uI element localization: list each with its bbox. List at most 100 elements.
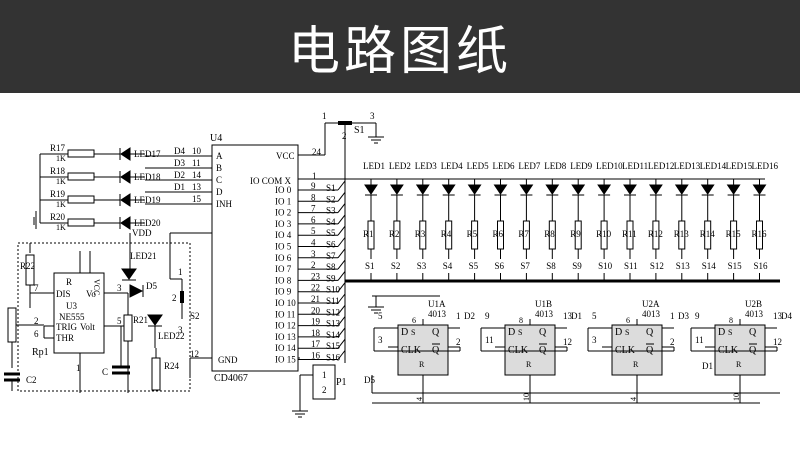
left-led-icon <box>120 216 131 230</box>
u4-io-pin-name: IO 13 <box>275 332 296 342</box>
flipflop-qb-pin: 12 <box>773 337 782 347</box>
s2-ref: S2 <box>190 311 200 321</box>
flipflop-clk-pin: 3 <box>592 335 597 345</box>
left-led-icon <box>120 170 131 184</box>
u4-io-pin-switch: S3 <box>326 206 336 216</box>
r21-body <box>123 314 133 342</box>
led-icon <box>415 184 430 195</box>
flipflop-q-label: Q <box>539 327 547 338</box>
led-label: LED2 <box>389 161 411 171</box>
flipflop-q-label: Q <box>749 327 757 338</box>
flipflop-clk-pin: 11 <box>485 335 494 345</box>
flipflop-out-net: D4 <box>781 311 792 321</box>
led-icon <box>545 184 560 195</box>
flipflop-id: U2A <box>642 299 660 309</box>
u4-io-pin-num: 16 <box>311 351 321 361</box>
flipflop-q-label: Q <box>646 327 654 338</box>
u4-io-pin-switch: S2 <box>326 194 336 204</box>
led21-ref: LED21 <box>130 251 157 261</box>
u4-io-pin-num: 18 <box>311 328 321 338</box>
switch-label: S12 <box>650 261 664 271</box>
u4-io-pin-name: IO 0 <box>275 185 292 195</box>
left-resistor-icon <box>67 172 95 181</box>
u3-body <box>53 272 105 354</box>
d5-icon <box>129 284 144 298</box>
flipflop-id: U1A <box>428 299 446 309</box>
u4-left-pin-name: D <box>216 187 223 197</box>
flipflop-r-pin: 10 <box>732 393 741 401</box>
u4-io-pin-num: 5 <box>311 226 316 236</box>
resistor-label: R14 <box>700 229 716 239</box>
led-label: LED5 <box>467 161 489 171</box>
flipflop-d-label: D <box>718 327 725 338</box>
left-resistor-label: R18 <box>50 166 66 176</box>
u4-io-pin-num: 3 <box>311 249 316 259</box>
resistor-label: R1 <box>363 229 374 239</box>
switch-label: S1 <box>365 261 375 271</box>
led22-icon <box>147 314 163 326</box>
switch-label: S16 <box>754 261 769 271</box>
led-icon <box>571 184 586 195</box>
u4-left-pin-name: A <box>216 151 223 161</box>
switch-label: S3 <box>417 261 427 271</box>
led-icon <box>441 184 456 195</box>
u4-io-pin-num: 7 <box>311 204 316 214</box>
resistor-label: R11 <box>622 229 637 239</box>
u3-volt: Volt <box>80 322 95 332</box>
switch-label: S8 <box>546 261 556 271</box>
resistor-label: R15 <box>726 229 742 239</box>
led-icon <box>493 184 508 195</box>
p1-ref: P1 <box>336 377 347 388</box>
r21-ref: R21 <box>133 315 148 325</box>
s1-pin3: 3 <box>370 111 375 121</box>
flipflop-body <box>611 324 663 376</box>
rp1-ref: Rp1 <box>32 347 49 358</box>
u4-io-pin-switch: S4 <box>326 217 336 227</box>
u4-io-pin-switch: S5 <box>326 228 336 238</box>
u4-io-pin-switch: S14 <box>326 330 341 340</box>
switch-label: S15 <box>728 261 743 271</box>
u4-part: CD4067 <box>214 373 248 384</box>
u4-ref: U4 <box>210 133 222 144</box>
flipflop-clk-pin: 11 <box>695 335 704 345</box>
switch-label: S7 <box>520 261 530 271</box>
u3-part: NE555 <box>59 312 85 322</box>
flipflop-id: U1B <box>535 299 552 309</box>
u4-io-pin-num: 4 <box>311 238 316 248</box>
u4-left-pin-net: D4 <box>174 146 185 156</box>
u4-io-pin-switch: S11 <box>326 296 340 306</box>
led-label: LED12 <box>648 161 675 171</box>
u4-io-pin-switch: S1 <box>326 183 336 193</box>
u4-io-pin-switch: S12 <box>326 307 340 317</box>
u3-vo: Vo <box>86 289 96 299</box>
led-label: LED16 <box>752 161 779 171</box>
led-label: LED6 <box>493 161 515 171</box>
flipflop-r-label: R <box>526 360 532 369</box>
led-icon <box>519 184 534 195</box>
flipflop-part: 4013 <box>642 309 661 319</box>
r24-ref: R24 <box>164 361 180 371</box>
u4-io-pin-name: IO 8 <box>275 275 292 285</box>
flipflop-s-pin: 6 <box>412 316 416 325</box>
resistor-label: R5 <box>467 229 478 239</box>
left-resistor-icon <box>67 195 95 204</box>
switch-label: S6 <box>495 261 505 271</box>
s1-pin2: 2 <box>342 131 347 141</box>
led-label: LED11 <box>622 161 648 171</box>
u4-left-pin-num: 15 <box>192 194 202 204</box>
left-led-label: LED19 <box>134 195 161 205</box>
led-label: LED13 <box>674 161 701 171</box>
flipflop-q-label: Q <box>432 327 440 338</box>
flipflop-s-label: S <box>625 328 629 337</box>
